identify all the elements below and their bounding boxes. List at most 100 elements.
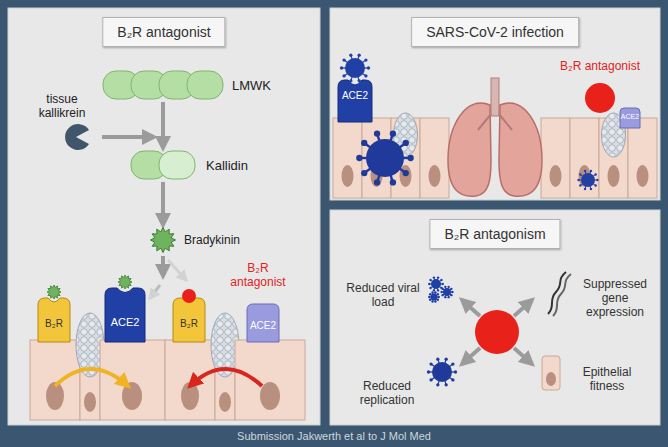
drawing-part <box>594 173 596 175</box>
drawing-part <box>637 165 649 187</box>
virus-particle <box>340 53 370 82</box>
receptor-label: ACE2 <box>619 113 641 121</box>
drawing-part <box>478 114 512 130</box>
drawing-part <box>342 58 345 61</box>
drawing-part <box>429 165 441 187</box>
drawing-part <box>431 291 433 293</box>
drawing-part <box>429 362 432 365</box>
panel-heading: B₂R antagonism <box>429 219 560 249</box>
drawing-part <box>444 286 446 288</box>
drawing-part <box>260 382 280 410</box>
drawing-part <box>541 118 570 198</box>
drawing-part <box>454 370 457 373</box>
panel-heading: SARS-CoV-2 infection <box>411 17 579 47</box>
drawing-part <box>433 289 435 291</box>
drawing-part <box>429 287 431 289</box>
drawing-part <box>159 151 195 179</box>
drawing-part <box>428 296 430 298</box>
drawing-part <box>437 276 439 278</box>
pathway-arrow <box>161 182 165 225</box>
epithelium-left <box>30 288 165 420</box>
drug-label: B₂R antagonist <box>550 60 650 74</box>
drawing-part <box>219 392 231 412</box>
effect-label: Reduced replication <box>345 380 429 408</box>
drawing-part <box>84 392 96 412</box>
drawing-part <box>247 304 279 342</box>
enzyme-shape-outline <box>58 124 100 150</box>
drawing-part <box>429 299 431 301</box>
drawing-part <box>330 8 660 200</box>
virus-particle <box>428 276 444 291</box>
virus-particle <box>577 170 598 190</box>
drawing-part <box>584 188 586 190</box>
drawing-part <box>514 300 532 316</box>
drawing-part <box>366 139 404 177</box>
receptor-label: ACE2 <box>247 320 279 332</box>
drawing-part <box>596 179 598 181</box>
drawing-part <box>434 291 436 293</box>
drawing-part <box>499 103 542 196</box>
drawing-part <box>8 8 320 425</box>
drawing-part <box>438 296 440 298</box>
panel-heading: B₂R antagonist <box>102 17 225 47</box>
kininogen-chain: LMWK <box>102 70 224 100</box>
drawing-part <box>427 370 430 373</box>
drawing-part <box>440 291 442 293</box>
drawing-part <box>451 291 453 293</box>
peptide-chain-outline <box>128 150 198 180</box>
drawing-part <box>333 118 362 198</box>
drawing-part <box>181 382 199 410</box>
drawing-part <box>620 108 640 128</box>
peptide-chain: Kallidin <box>128 150 198 180</box>
molecule-label: Kallidin <box>206 158 248 173</box>
drawing-part <box>432 362 452 382</box>
drawing-part <box>429 293 431 295</box>
virus-particle <box>440 286 453 299</box>
drawing-part <box>434 300 436 302</box>
drawing-part <box>441 294 443 296</box>
drawing-part <box>514 348 532 364</box>
drawing-part <box>100 340 165 420</box>
receptor-label: B₂R <box>173 318 205 330</box>
drawing-part <box>590 170 592 172</box>
receptor-label: ACE2 <box>105 316 145 329</box>
drawing-part <box>46 382 64 410</box>
drawing-part <box>579 173 581 175</box>
drawing-part <box>437 299 439 301</box>
antagonism-effects <box>462 272 571 390</box>
drawing-part <box>151 228 176 253</box>
drawing-part <box>38 298 70 342</box>
drawing-part <box>550 165 562 187</box>
drawing-part <box>235 340 305 420</box>
drawing-part <box>579 184 581 186</box>
drawing-part <box>451 378 454 381</box>
drawing-part <box>340 66 343 69</box>
drawing-part <box>182 289 196 303</box>
drawing-part <box>441 288 443 290</box>
figure-panel: B₂R antagonistLMWKtissue kallikreinKalli… <box>8 8 320 425</box>
drawing-part <box>542 356 560 390</box>
drawing-part <box>443 288 451 296</box>
drawing-part <box>585 83 615 113</box>
drawing-part <box>433 276 435 278</box>
drawing-part <box>342 165 354 187</box>
effect-label: Suppressed gene expression <box>576 278 654 319</box>
drawing-part <box>445 383 448 386</box>
drawing-part <box>400 165 412 187</box>
drawing-part <box>428 283 430 285</box>
drawing-part <box>429 279 431 281</box>
virus-particle <box>428 291 440 302</box>
drawing-part <box>440 279 442 281</box>
drawing-part <box>450 288 452 290</box>
drawing-part <box>65 124 89 150</box>
drawing-part <box>367 66 370 69</box>
drawing-part <box>374 130 380 136</box>
drawing-part <box>553 274 571 316</box>
drawing-part <box>358 53 361 56</box>
drawing-part <box>420 118 449 198</box>
figure-caption: Submission Jakwerth et al to J Mol Med <box>0 430 668 443</box>
receptor-label: ACE2 <box>338 90 372 102</box>
drawing-part <box>436 383 439 386</box>
drawing-part <box>345 58 365 78</box>
